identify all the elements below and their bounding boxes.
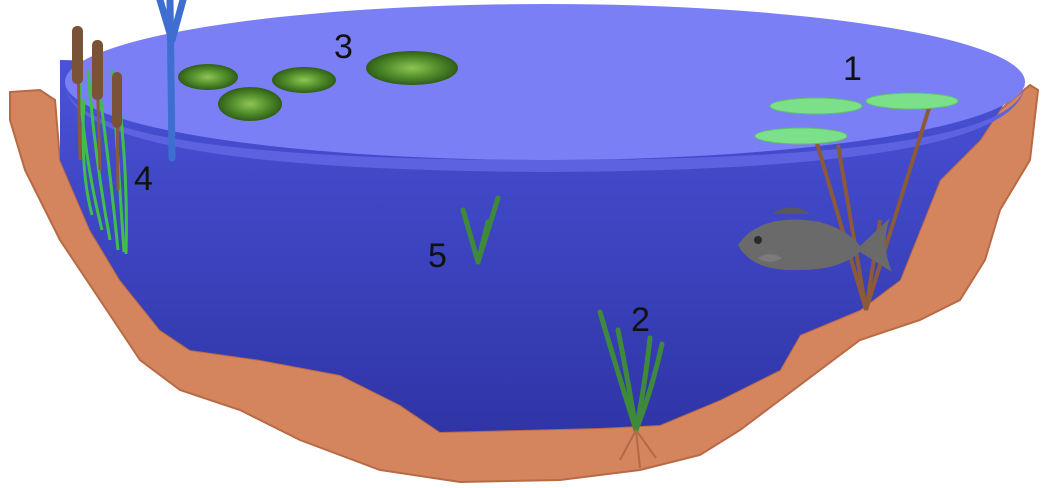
floating-moss-patch	[218, 87, 282, 121]
floating-moss-patch	[272, 67, 336, 93]
lily-pad	[755, 128, 847, 144]
cattail-head	[112, 72, 122, 128]
floating-moss-patch	[178, 64, 238, 90]
cattail-head	[72, 26, 83, 84]
lily-pad	[770, 98, 862, 114]
lily-pad	[866, 93, 958, 109]
label-1: 1	[843, 50, 862, 88]
floating-moss-patch	[366, 51, 458, 85]
label-4: 4	[134, 160, 153, 198]
label-5: 5	[428, 237, 447, 275]
fish-eye	[754, 236, 762, 244]
cattail-head	[92, 40, 103, 100]
label-3: 3	[334, 28, 353, 66]
label-2: 2	[631, 301, 650, 339]
